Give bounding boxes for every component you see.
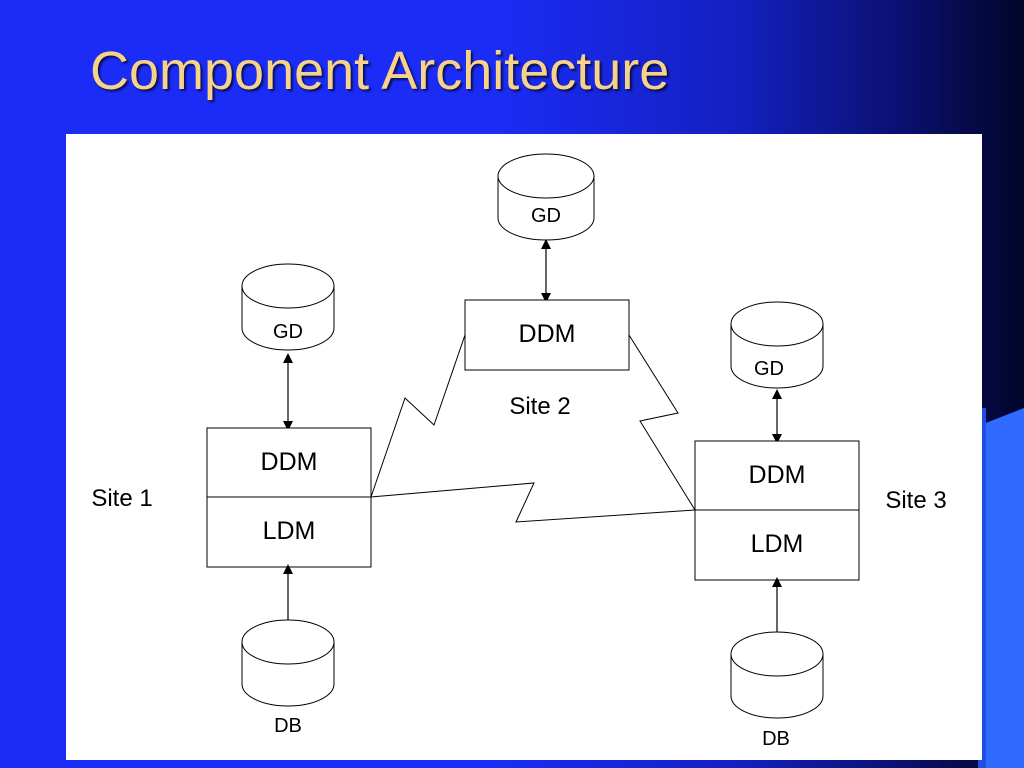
site3-db-label: DB — [762, 728, 790, 750]
architecture-diagram: GD DDM Site 2 GD DDM LDM Site 1 DB GD — [91, 153, 947, 750]
site3-gd-cylinder — [730, 301, 824, 389]
site2-gd-label: GD — [531, 205, 561, 227]
link-site2-site3 — [628, 334, 696, 511]
site1-ldm-label: LDM — [263, 517, 316, 545]
site1-gd-cylinder — [241, 263, 335, 351]
site2-ddm-box — [464, 299, 630, 371]
site1-db-cylinder — [241, 619, 335, 707]
link-site1-site3 — [370, 482, 696, 523]
diagram-panel: GD DDM Site 2 GD DDM LDM Site 1 DB GD — [66, 134, 982, 760]
site2-gd-cylinder — [497, 153, 595, 241]
site2-label: Site 2 — [509, 393, 570, 420]
site1-ddm-label: DDM — [261, 448, 318, 476]
site2-ddm-label: DDM — [519, 320, 576, 348]
site3-label: Site 3 — [885, 487, 946, 514]
site1-label: Site 1 — [91, 485, 152, 512]
site3-gd-label: GD — [754, 358, 784, 380]
site1-gd-label: GD — [273, 321, 303, 343]
link-site1-site2 — [370, 334, 466, 498]
slide-side-accent-edge — [978, 408, 986, 768]
site1-db-label: DB — [274, 715, 302, 737]
site3-db-cylinder — [730, 631, 824, 719]
site3-ldm-label: LDM — [751, 530, 804, 558]
site3-ddm-label: DDM — [749, 461, 806, 489]
slide-title: Component Architecture — [90, 41, 670, 101]
